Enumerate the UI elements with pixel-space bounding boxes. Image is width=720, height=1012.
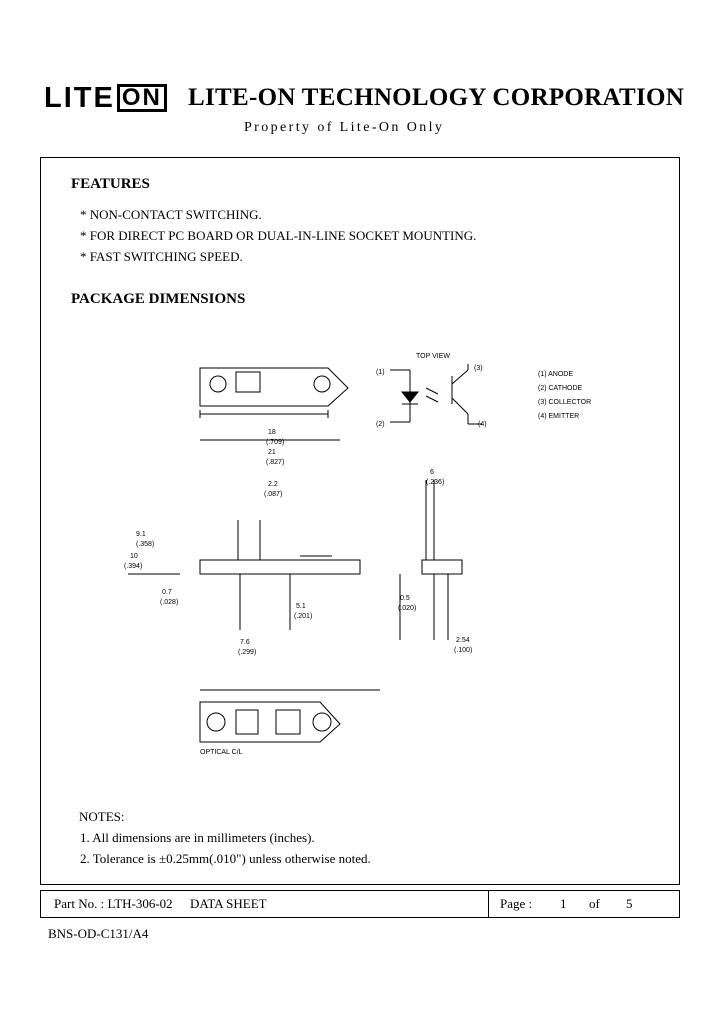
optical-center-label: OPTICAL C/L (200, 749, 243, 756)
pin-label: (3) (474, 365, 483, 372)
note-item: 2. Tolerance is ±0.25mm(.010") unless ot… (80, 851, 371, 866)
pin-label: (1) (376, 369, 385, 376)
side-base-outline (421, 559, 463, 575)
datasheet-frame (40, 157, 680, 885)
document-code: BNS-OD-C131/A4 (48, 926, 149, 941)
dim-value: 0.5 (400, 595, 410, 602)
dim-value: (.087) (264, 491, 282, 498)
dim-value: (.100) (454, 647, 472, 654)
footer-divider (488, 891, 489, 917)
pin-name: (2) CATHODE (538, 385, 583, 392)
dim-value: 0.7 (162, 589, 172, 596)
dim-value: 18 (268, 429, 276, 436)
pin-label: (2) (376, 421, 385, 428)
feature-item: * FOR DIRECT PC BOARD OR DUAL-IN-LINE SO… (80, 228, 477, 243)
of-label: of (589, 896, 600, 911)
mounting-hole (312, 712, 332, 732)
footer-bar (40, 890, 680, 918)
package-dimension-drawing: TOP VIEW (1) (2) (3) (4) (1) ANODE (2) C… (124, 353, 591, 756)
dim-value: 2.54 (456, 637, 470, 644)
mounting-hole (206, 712, 226, 732)
page-number: 1 (560, 896, 567, 911)
emitter-window (235, 371, 261, 393)
pin-name: (1) ANODE (538, 371, 573, 378)
notes-heading: NOTES: (79, 809, 125, 824)
note-item: 1. All dimensions are in millimeters (in… (80, 830, 315, 845)
dim-value: 21 (268, 449, 276, 456)
sheet-type: DATA SHEET (190, 896, 267, 911)
led-symbol (400, 391, 420, 403)
features-heading: FEATURES (71, 176, 150, 192)
dim-value: (.201) (294, 613, 312, 620)
pin-label: (4) (478, 421, 487, 428)
page-label: Page : (500, 896, 533, 911)
dim-value: (.299) (238, 649, 256, 656)
dim-value: (.709) (266, 439, 284, 446)
dim-value: (.394) (124, 563, 142, 570)
base-outline (199, 559, 361, 575)
dim-value: (.020) (398, 605, 416, 612)
dim-value: (.827) (266, 459, 284, 466)
dim-value: 7.6 (240, 639, 250, 646)
dim-value: (.358) (136, 541, 154, 548)
part-number: Part No. : LTH-306-02 (54, 896, 173, 911)
top-view-outline (199, 367, 349, 407)
logo-box-text: ON (116, 84, 167, 112)
feature-item: * FAST SWITCHING SPEED. (80, 249, 243, 264)
dim-value: 2.2 (268, 481, 278, 488)
dim-value: (.028) (160, 599, 178, 606)
top-view-label: TOP VIEW (416, 353, 450, 360)
company-name: LITE-ON TECHNOLOGY CORPORATION (188, 84, 685, 111)
dim-value: 5.1 (296, 603, 306, 610)
package-heading: PACKAGE DIMENSIONS (71, 291, 246, 307)
mounting-hole (313, 375, 331, 393)
bottom-view-outline (199, 701, 341, 743)
dim-value: 9.1 (136, 531, 146, 538)
dim-value: (.236) (426, 479, 444, 486)
page-total: 5 (626, 896, 633, 911)
pin-name: (4) EMITTER (538, 413, 579, 420)
dim-value: 6 (430, 469, 434, 476)
mounting-hole (209, 375, 227, 393)
feature-item: * NON-CONTACT SWITCHING. (80, 207, 262, 222)
dim-value: 10 (130, 553, 138, 560)
property-notice: Property of Lite-On Only (244, 120, 445, 135)
logo-text: LITE (44, 82, 115, 114)
pin-name: (3) COLLECTOR (538, 399, 591, 406)
